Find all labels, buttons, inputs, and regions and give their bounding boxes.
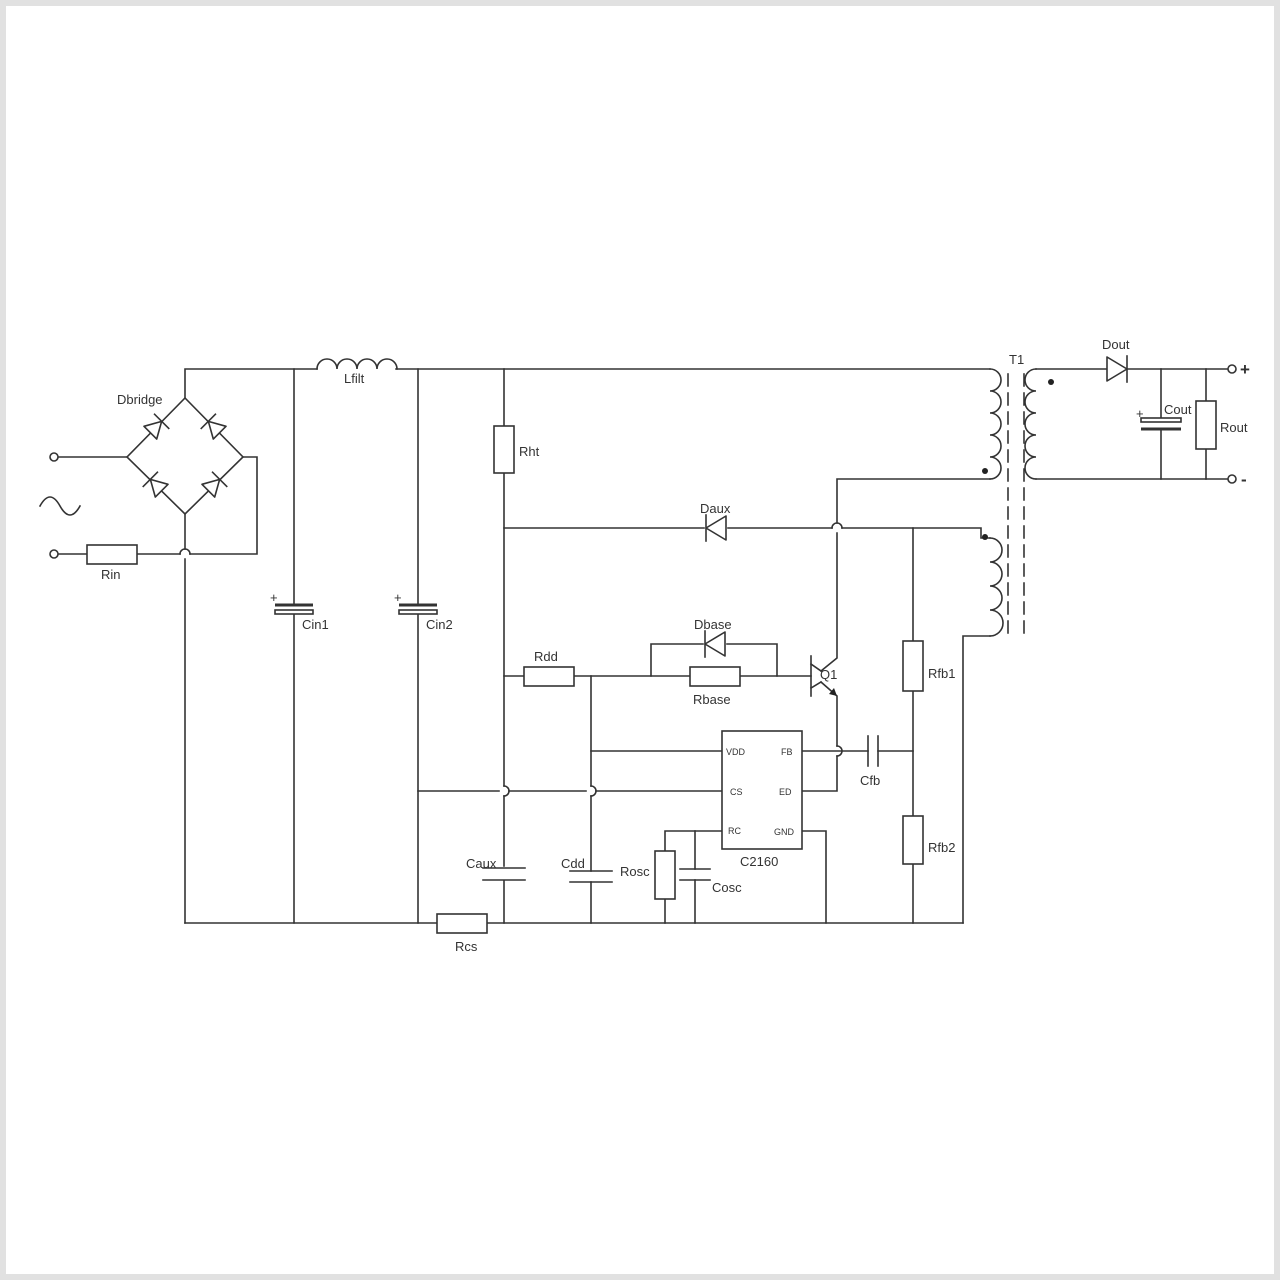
caux-label: Caux [466, 856, 497, 871]
q1-label: Q1 [820, 667, 837, 682]
cosc-label: Cosc [712, 880, 742, 895]
output-terminals: + - [1227, 360, 1250, 489]
ic-pin-rc: RC [728, 826, 741, 836]
bridge-rectifier: Dbridge [117, 392, 245, 516]
caux-capacitor: Caux [466, 856, 526, 881]
cfb-capacitor: Cfb [860, 735, 880, 788]
lfilt-inductor: Lfilt [316, 358, 398, 386]
rbase-label: Rbase [693, 692, 731, 707]
ac-source-icon [38, 496, 82, 516]
cdd-label: Cdd [561, 856, 585, 871]
input-terminal-2 [49, 549, 59, 559]
t1-label: T1 [1009, 352, 1024, 367]
rin-resistor: Rin [86, 544, 138, 582]
cin2-polarity: + [394, 590, 402, 605]
dout-label: Dout [1102, 337, 1130, 352]
rdd-label: Rdd [534, 649, 558, 664]
rcs-resistor: Rcs [436, 913, 488, 954]
cin1-label: Cin1 [302, 617, 329, 632]
input-terminal-1 [49, 452, 59, 462]
cout-capacitor: + Cout [1136, 402, 1192, 431]
ic-pin-ed: ED [779, 787, 792, 797]
cfb-label: Cfb [860, 773, 880, 788]
rfb1-resistor: Rfb1 [902, 640, 955, 692]
rbase-resistor: Rbase [689, 666, 741, 707]
c2160-ic: VDD CS RC FB ED GND C2160 [721, 730, 803, 869]
t1-transformer: T1 [982, 352, 1054, 639]
daux-label: Daux [700, 501, 731, 516]
q1-transistor: Q1 [809, 655, 837, 697]
cin1-polarity: + [270, 590, 278, 605]
cin2-capacitor: + Cin2 [394, 590, 453, 632]
rht-resistor: Rht [493, 425, 540, 474]
rin-label: Rin [101, 567, 121, 582]
rfb2-resistor: Rfb2 [902, 815, 955, 865]
dbase-diode: Dbase [694, 617, 732, 658]
rht-label: Rht [519, 444, 540, 459]
ic-pin-fb: FB [781, 747, 793, 757]
cin2-label: Cin2 [426, 617, 453, 632]
wires [57, 368, 1229, 924]
rfb1-label: Rfb1 [928, 666, 955, 681]
cdd-capacitor: Cdd [561, 856, 613, 883]
daux-diode: Daux [700, 501, 731, 542]
rfb2-label: Rfb2 [928, 840, 955, 855]
output-plus-label: + [1240, 360, 1250, 379]
cout-label: Cout [1164, 402, 1192, 417]
lfilt-label: Lfilt [344, 371, 365, 386]
rout-resistor: Rout [1195, 400, 1248, 450]
output-minus-label: - [1241, 470, 1247, 489]
cosc-capacitor: Cosc [679, 868, 742, 895]
dout-diode: Dout [1102, 337, 1130, 383]
rosc-resistor: Rosc [620, 850, 676, 900]
ic-pin-vdd: VDD [726, 747, 746, 757]
ac-input [38, 452, 82, 559]
schematic: Rin Dbridge Lfilt + Cin1 + Cin2 [38, 337, 1250, 954]
rosc-label: Rosc [620, 864, 650, 879]
output-terminal-negative [1227, 474, 1237, 484]
dbase-label: Dbase [694, 617, 732, 632]
rcs-label: Rcs [455, 939, 478, 954]
output-terminal-positive [1227, 364, 1237, 374]
rdd-resistor: Rdd [523, 649, 575, 687]
cout-polarity: + [1136, 406, 1144, 421]
rout-label: Rout [1220, 420, 1248, 435]
cin1-capacitor: + Cin1 [270, 590, 329, 632]
dbridge-label: Dbridge [117, 392, 163, 407]
ic-pin-gnd: GND [774, 827, 795, 837]
ic-label: C2160 [740, 854, 778, 869]
ic-pin-cs: CS [730, 787, 743, 797]
